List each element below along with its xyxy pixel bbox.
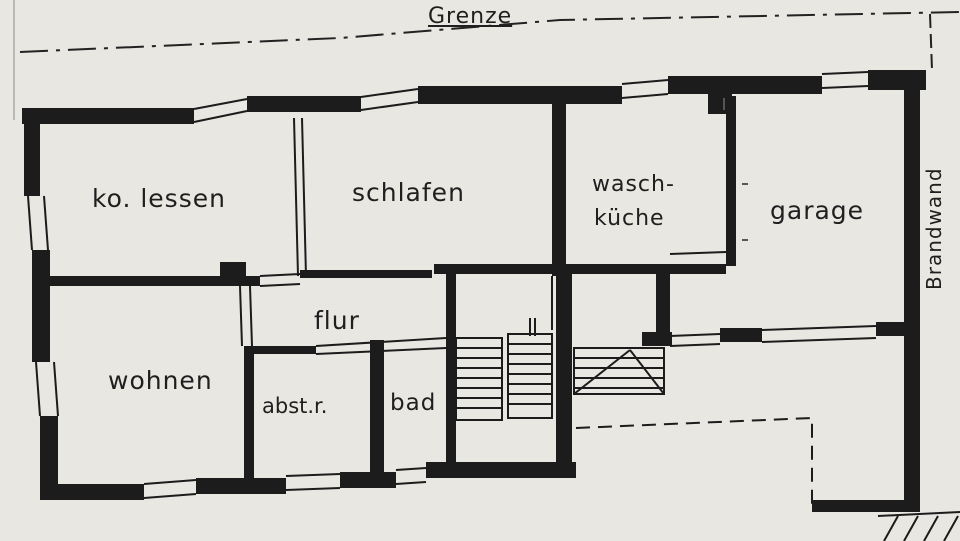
room-label-garage: garage [770,196,865,225]
room-label-schlafen: schlafen [352,178,465,207]
outer-walls [22,70,926,512]
staircase-right [507,318,553,419]
windows [27,71,869,499]
room-label-wohnen: wohnen [108,366,213,395]
staircase-landing [573,347,665,395]
room-label-kolessen: ko. lessen [92,184,226,213]
boundary-label: Grenze [428,4,513,29]
room-label-bad: bad [390,390,437,416]
tick-marks [723,98,748,241]
ground-hatching [877,511,960,541]
staircase-left [455,337,503,421]
partitions [239,117,877,355]
room-label-waschkueche-line2: küche [594,206,665,231]
room-label-waschkueche-line1: wasch- [592,172,675,197]
room-label-abstr: abst.r. [262,394,328,418]
dashed-outline [575,416,813,506]
firewall-label: Brandwand [922,167,946,290]
property-boundary-line [19,11,960,71]
room-label-flur: flur [314,306,360,335]
interior-walls [48,94,906,478]
